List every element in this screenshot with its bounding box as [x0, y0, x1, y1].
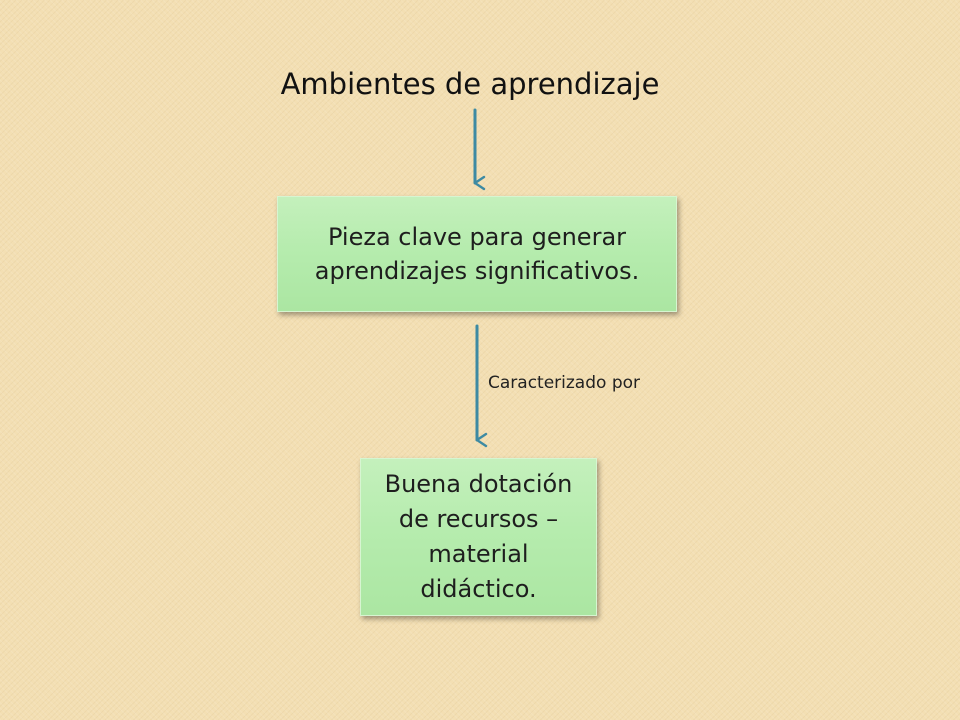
diagram-title: Ambientes de aprendizaje	[280, 67, 660, 101]
node-pieza-clave: Pieza clave para generar aprendizajes si…	[277, 196, 677, 312]
node-pieza-clave-text: Pieza clave para generar aprendizajes si…	[314, 223, 640, 285]
node-buena-dotacion: Buena dotación de recursos – material di…	[360, 458, 597, 616]
edge-label-caracterizado-por: Caracterizado por	[488, 373, 640, 393]
node-buena-dotacion-text: Buena dotación de recursos – material di…	[384, 470, 573, 603]
